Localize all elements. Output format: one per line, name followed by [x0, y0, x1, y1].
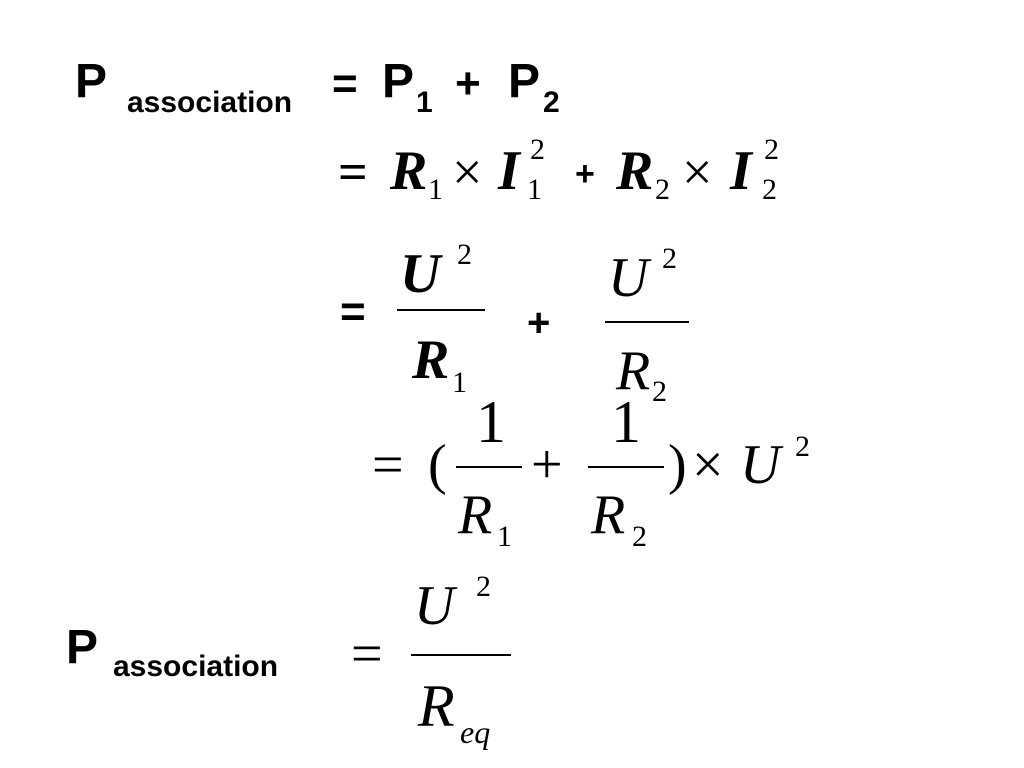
i2-superscript: 2 [764, 133, 779, 166]
u-superscript: 2 [662, 242, 677, 275]
p-symbol: P [66, 621, 99, 674]
i1-symbol: I [498, 140, 520, 202]
fraction-bar [456, 466, 522, 468]
r2-subscript: 2 [652, 375, 667, 408]
p1-symbol: P [382, 55, 415, 108]
open-paren: ( [428, 434, 447, 496]
times-sign: × [452, 142, 483, 202]
r-denominator: R [418, 673, 455, 739]
eq-subscript: eq [460, 714, 491, 750]
equals-sign: = [372, 434, 404, 496]
i1-subscript: 1 [527, 173, 542, 206]
close-paren: ) [668, 434, 687, 496]
r1-symbol: R [390, 140, 428, 202]
i2-symbol: I [730, 140, 752, 202]
r1-denominator: R [458, 484, 493, 546]
plus-sign: + [455, 59, 481, 108]
u-numerator: U [414, 575, 455, 637]
r2-denominator: R [591, 484, 626, 546]
fraction-bar [411, 654, 511, 656]
times-sign: × [682, 142, 713, 202]
i1-superscript: 2 [530, 133, 545, 166]
p-symbol: P [75, 55, 108, 108]
one-numerator: 1 [476, 389, 506, 455]
u-superscript: 2 [457, 238, 472, 271]
p2-symbol: P [508, 55, 541, 108]
u-superscript: 2 [476, 570, 491, 603]
r2-symbol: R [616, 140, 654, 202]
r2-denominator: R [616, 340, 651, 402]
association-subscript: association [113, 650, 279, 683]
p2-subscript: 2 [543, 86, 560, 119]
equals-sign: = [338, 144, 368, 201]
fraction-bar [397, 309, 485, 311]
equals-sign: = [340, 287, 366, 336]
r2-subscript: 2 [632, 520, 647, 553]
fraction-bar [605, 321, 689, 323]
plus-sign: + [527, 301, 551, 345]
r1-denominator: R [412, 329, 450, 391]
equals-sign: = [332, 59, 358, 108]
u-numerator: U [400, 243, 441, 305]
r1-subscript: 1 [452, 366, 467, 399]
u-superscript: 2 [795, 430, 810, 463]
fraction-bar [588, 466, 664, 468]
r2-subscript: 2 [655, 173, 670, 206]
u-numerator: U [608, 247, 649, 309]
association-subscript: association [127, 86, 293, 119]
plus-sign: + [531, 434, 563, 496]
plus-sign: + [575, 155, 595, 193]
r1-subscript: 1 [428, 173, 443, 206]
u-symbol: U [740, 434, 781, 496]
times-sign: × [692, 434, 724, 496]
i2-subscript: 2 [762, 173, 777, 206]
equals-sign: = [351, 623, 383, 685]
r1-subscript: 1 [497, 520, 512, 553]
p1-subscript: 1 [416, 86, 433, 119]
one-numerator: 1 [611, 389, 641, 455]
